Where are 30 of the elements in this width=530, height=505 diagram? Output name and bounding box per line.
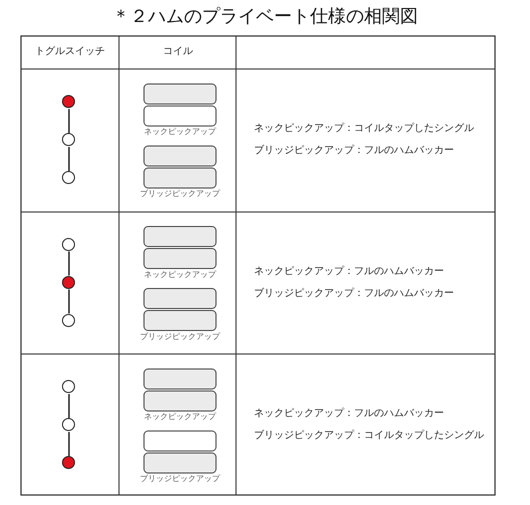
switch-position-circle [62, 418, 75, 431]
pickup-caption: ブリッジピックアップ [140, 332, 220, 340]
pickup-caption: ブリッジピックアップ [140, 190, 220, 198]
pickup-caption: ネックピックアップ [144, 270, 216, 278]
pickup-caption: ネックピックアップ [144, 413, 216, 421]
description-text: ブリッジピックアップ：フルのハムバッカー [254, 288, 454, 298]
description-text: ネックピックアップ：コイルタップしたシングル [254, 124, 474, 134]
switch-position-circle [62, 456, 75, 469]
pickup-caption: ネックピックアップ [144, 128, 216, 136]
description-text: ブリッジピックアップ：コイルタップしたシングル [254, 431, 484, 441]
connector-line [68, 290, 70, 314]
switch-position-circle [62, 95, 75, 108]
pickup-caption: ブリッジピックアップ [140, 475, 220, 483]
description-text: ブリッジピックアップ：フルのハムバッカー [254, 146, 454, 156]
connector-line [68, 252, 70, 276]
connector-line [68, 432, 70, 456]
switch-position-circle [62, 314, 75, 326]
switch-position-circle [62, 171, 75, 184]
connector-line [68, 109, 70, 133]
switch-position-circle [62, 380, 75, 393]
switch-position-circle [62, 133, 75, 146]
column-header: コイル [163, 47, 193, 57]
title: ＊２ハムのプライベート仕様の相関図 [112, 8, 418, 26]
description-text: ネックピックアップ：フルのハムバッカー [254, 409, 444, 419]
description-text: ネックピックアップ：フルのハムバッカー [254, 266, 444, 276]
connector-line [68, 394, 70, 418]
column-header: トグルスイッチ [35, 47, 105, 57]
switch-position-circle [62, 276, 75, 288]
switch-position-circle [62, 238, 75, 250]
connector-line [68, 147, 70, 171]
